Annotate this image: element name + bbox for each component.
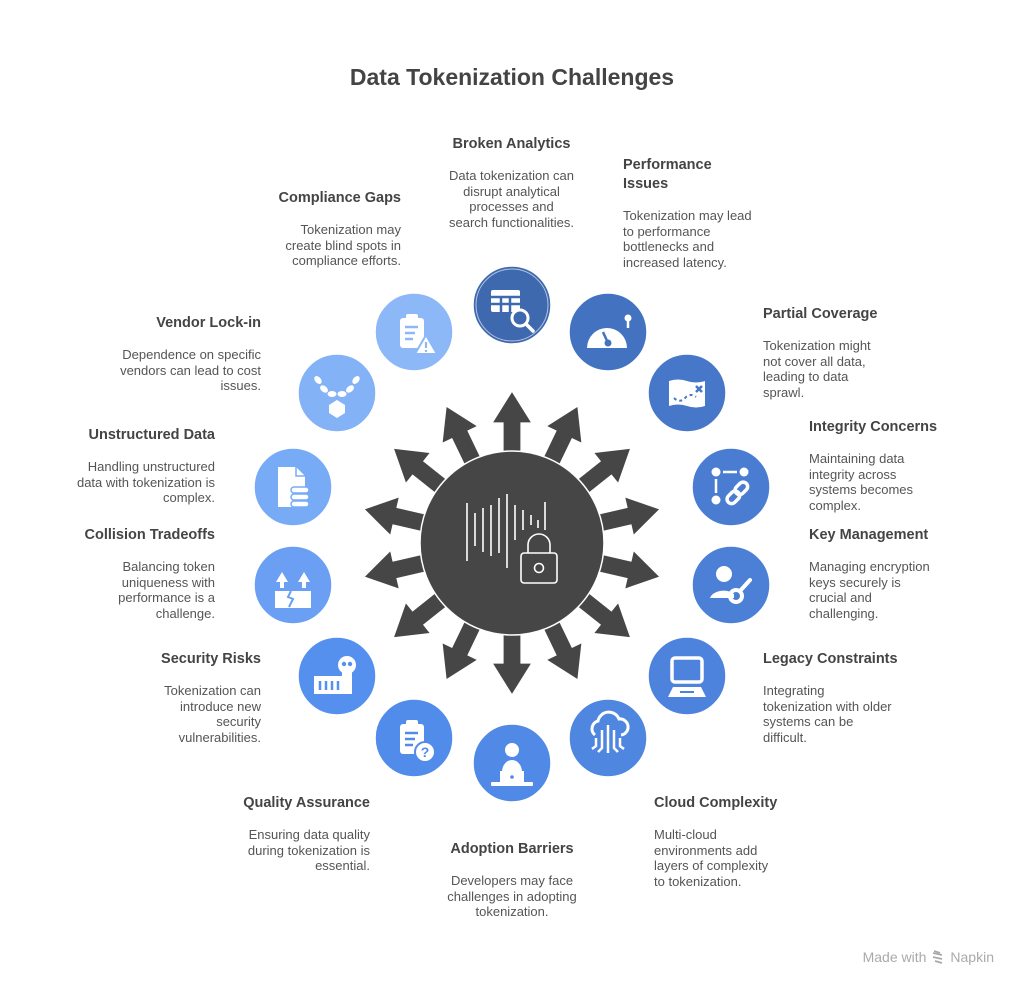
table-search-icon [472,265,552,345]
item-title: Security Risks [161,651,261,667]
document-stack-icon [253,447,333,527]
chain-necklace-icon [297,353,377,433]
linked-nodes-icon [691,447,771,527]
central-hub [419,450,605,636]
item-title: Legacy Constraints [763,651,898,667]
item-desc: Dependence on specific vendors can lead … [120,347,261,393]
item-title: Vendor Lock-in [156,315,261,331]
item-desc: Balancing token uniqueness with performa… [118,559,215,621]
item-title: Collision Tradeoffs [84,527,215,543]
napkin-footer[interactable]: Made with Napkin [863,949,994,965]
item-desc: Maintaining data integrity across system… [809,451,914,513]
item-vendor-lock-in: Vendor Lock-in Dependence on specific ve… [110,314,261,394]
item-desc: Tokenization may create blind spots in c… [285,222,401,268]
item-desc: Tokenization can introduce new security … [164,683,261,745]
item-desc: Managing encryption keys securely is cru… [809,559,930,621]
item-title: Quality Assurance [243,795,370,811]
napkin-logo-icon [933,950,943,964]
item-security-risks: Security Risks Tokenization can introduc… [120,650,261,745]
item-desc: Multi-cloud environments add layers of c… [654,827,769,889]
item-key-management: Key Management Managing encryption keys … [809,526,944,621]
item-title: Partial Coverage [763,306,878,322]
old-computer-icon [647,636,727,716]
arrows-crack-icon [253,545,333,625]
user-key-icon [691,545,771,625]
waveform-lock-icon [466,494,558,584]
treasure-map-icon [647,353,727,433]
item-title: Key Management [809,527,929,543]
speedometer-icon [568,292,648,372]
challenge-icons: ? [253,265,771,803]
item-title: Unstructured Data [88,427,216,443]
item-collision-tradeoffs: Collision Tradeoffs Balancing token uniq… [60,526,215,621]
item-desc: Integrating tokenization with older syst… [763,683,892,745]
item-title: Compliance Gaps [278,190,401,206]
item-quality-assurance: Quality Assurance Ensuring data quality … [218,794,370,874]
item-unstructured-data: Unstructured Data Handling unstructured … [60,426,215,506]
item-title: Integrity Concerns [809,419,938,435]
item-desc: Handling unstructured data with tokeniza… [76,459,215,505]
item-desc: Data tokenization can disrupt analytical… [448,168,575,230]
item-performance-issues: Performance Issues Tokenization may lead… [623,156,758,270]
item-title: Cloud Complexity [654,795,778,811]
radiating-arrows [362,389,662,697]
item-desc: Tokenization may lead to performance bot… [623,208,752,270]
clipboard-warning-icon [374,292,454,372]
item-title: Broken Analytics [452,136,571,152]
item-adoption-barriers: Adoption Barriers Developers may face ch… [432,840,592,920]
item-legacy-constraints: Legacy Constraints Integrating tokenizat… [763,650,903,745]
item-desc: Developers may face challenges in adopti… [447,873,577,919]
item-partial-coverage: Partial Coverage Tokenization might not … [763,305,888,400]
napkin-brand: Napkin [950,949,994,965]
clipboard-question-icon: ? [374,698,454,778]
skull-barcode-icon [297,636,377,716]
developer-laptop-icon [472,723,552,803]
item-cloud-complexity: Cloud Complexity Multi-cloud environment… [654,794,794,889]
item-compliance-gaps: Compliance Gaps Tokenization may create … [250,189,401,269]
item-broken-analytics: Broken Analytics Data tokenization can d… [424,135,599,230]
item-desc: Tokenization might not cover all data, l… [763,338,871,400]
item-title: Adoption Barriers [450,841,574,857]
item-integrity-concerns: Integrity Concerns Maintaining data inte… [809,418,949,513]
svg-text:?: ? [421,744,430,760]
cloud-circuit-icon [568,698,648,778]
made-with-text: Made with [862,949,927,965]
item-title: Performance Issues [623,157,712,192]
page-title: Data Tokenization Challenges [349,64,675,90]
item-desc: Ensuring data quality during tokenizatio… [247,827,370,873]
